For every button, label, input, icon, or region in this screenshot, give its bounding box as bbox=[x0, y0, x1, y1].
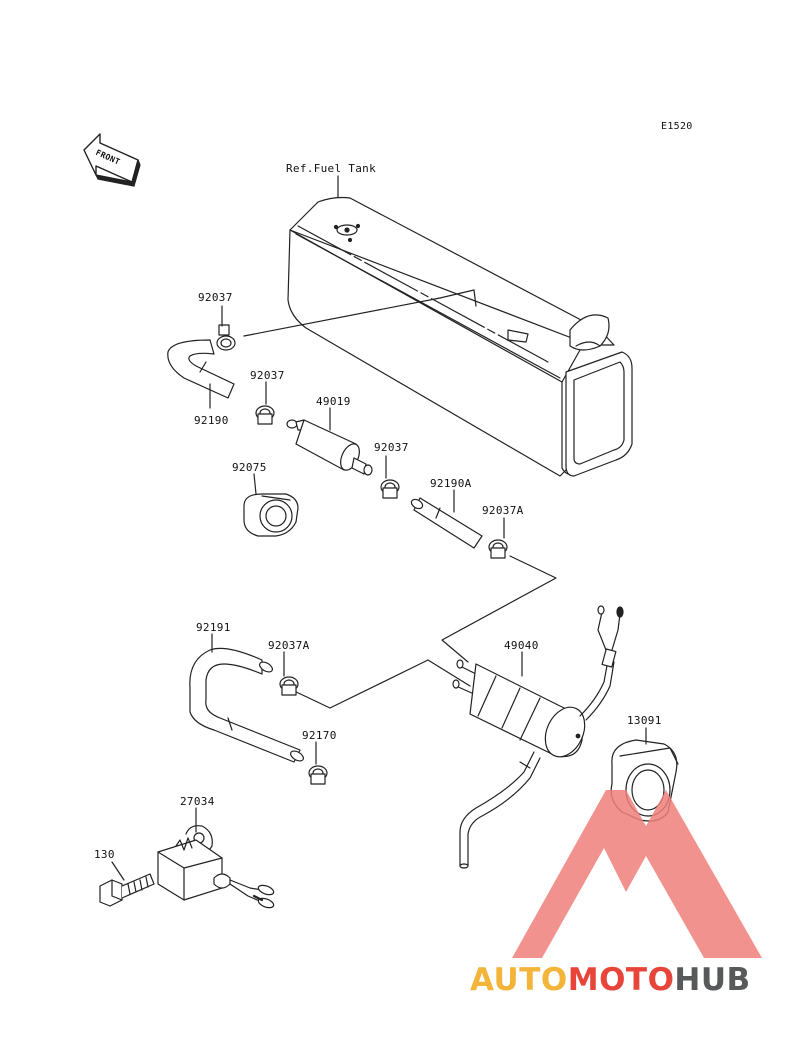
part-label-clamp-a-upper: 92037A bbox=[482, 504, 524, 517]
hose-upper bbox=[167, 339, 235, 399]
front-arrow-icon bbox=[83, 133, 141, 187]
part-label-hose-lower: 92191 bbox=[196, 621, 231, 634]
leader-bolt bbox=[111, 861, 125, 881]
part-label-clamp-filter-out: 92037 bbox=[374, 441, 409, 454]
clamp-mid bbox=[255, 405, 275, 425]
clamp-top bbox=[216, 324, 236, 351]
part-label-clamp-end: 92170 bbox=[302, 729, 337, 742]
part-label-bracket: 13091 bbox=[627, 714, 662, 727]
relay bbox=[157, 825, 275, 909]
routing-line-lower bbox=[291, 659, 471, 709]
leader-cushion bbox=[253, 473, 257, 495]
watermark-logo-icon bbox=[512, 790, 762, 958]
part-label-clamp-mid: 92037 bbox=[250, 369, 285, 382]
clamp-end bbox=[308, 765, 328, 785]
routing-line-upper bbox=[441, 555, 557, 663]
part-label-pump: 49040 bbox=[504, 639, 539, 652]
part-label-clamp-a-lower: 92037A bbox=[268, 639, 310, 652]
watermark-text: AUTOMOTOHUB bbox=[470, 962, 751, 998]
cushion bbox=[243, 493, 299, 537]
leader-tank-to-clamp bbox=[243, 297, 441, 337]
watermark-part-moto: MOTO bbox=[567, 962, 675, 998]
diagram-code: E1520 bbox=[661, 121, 693, 132]
clamp-filter-out bbox=[380, 479, 400, 499]
part-label-bolt: 130 bbox=[94, 848, 115, 861]
part-label-hose-mid: 92190A bbox=[430, 477, 472, 490]
bolt bbox=[99, 873, 155, 907]
part-label-filter: 49019 bbox=[316, 395, 351, 408]
part-label-relay: 27034 bbox=[180, 795, 215, 808]
fuel-tank bbox=[287, 196, 633, 477]
watermark-part-auto: AUTO bbox=[470, 962, 568, 998]
ref-fuel-tank-label: Ref.Fuel Tank bbox=[286, 162, 376, 175]
fuel-pump bbox=[452, 605, 624, 869]
part-label-clamp-top: 92037 bbox=[198, 291, 233, 304]
clamp-a-lower bbox=[279, 676, 299, 696]
hose-lower bbox=[189, 647, 304, 763]
part-label-cushion: 92075 bbox=[232, 461, 267, 474]
hose-mid bbox=[410, 497, 483, 549]
part-label-hose-upper: 92190 bbox=[194, 414, 229, 427]
watermark-part-hub: HUB bbox=[674, 962, 751, 998]
fuel-filter bbox=[286, 419, 373, 476]
clamp-a-upper bbox=[488, 539, 508, 559]
